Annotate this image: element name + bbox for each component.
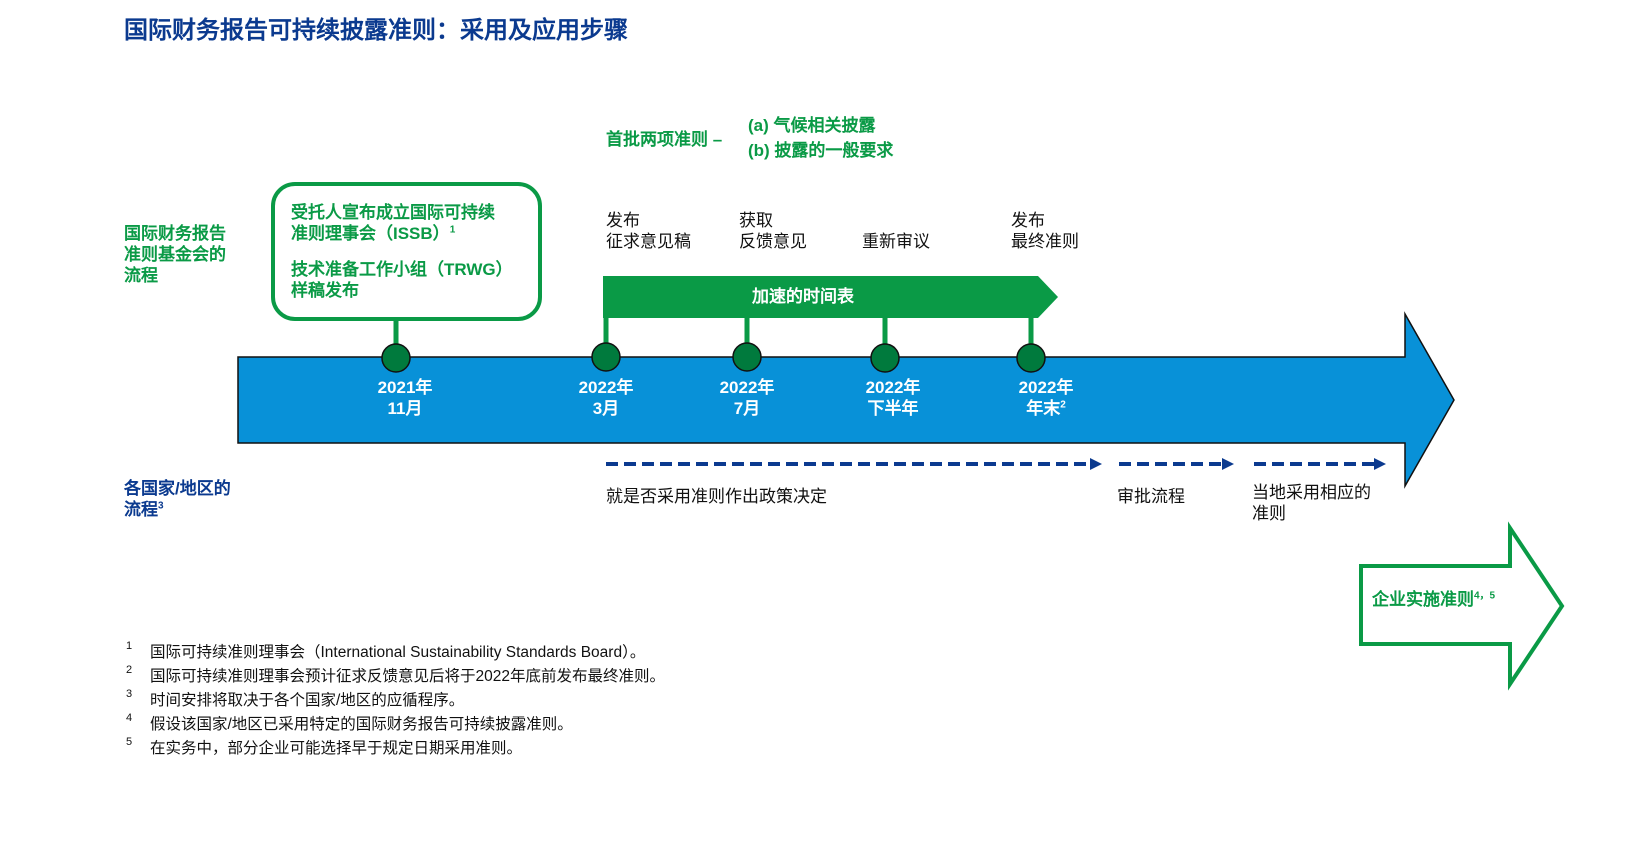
milestone-dot [870,343,900,373]
arrowhead-icon [1090,458,1102,470]
company-apply-label: 企业实施准则4，5 [1372,590,1496,609]
trustee-box-text: 受托人宣布成立国际可持续 准则理事会（ISSB）1 技术准备工作小组（TRWG）… [291,202,513,301]
footnote-ref: 2 [1060,399,1066,411]
milestone-label: 2022年 3月 [578,378,634,418]
milestone-label: 2022年 年末2 [1018,378,1074,418]
jurisdiction-process-label: 各国家/地区的 流程3 [124,479,231,519]
milestone-label: 2022年 下半年 [865,378,921,418]
trustee-box-line: 技术准备工作小组（TRWG） [291,260,513,279]
step-label: 获取 反馈意见 [739,211,807,251]
footnote-ref: 1 [449,224,456,236]
first-standards-label: 首批两项准则 – [606,130,723,149]
foundation-process-line: 流程 [124,266,158,285]
trustee-box-line: 受托人宣布成立国际可持续 [291,203,495,222]
milestone-label: 2021年 11月 [377,378,433,418]
page-title: 国际财务报告可持续披露准则：采用及应用步骤 [124,17,628,44]
milestone-dot [591,342,621,372]
first-standards-item-b: (b) 披露的一般要求 [748,141,894,160]
outline-arrow-icon [1359,521,1565,691]
trustee-box [271,182,542,321]
step-label: 发布 征求意见稿 [606,211,691,251]
trustee-box-line: 样稿发布 [291,281,359,300]
arrowhead-icon [1374,458,1386,470]
trustee-box-line: 准则理事会（ISSB）1 [291,224,456,243]
local-adoption-label: 当地采用相应的 准则 [1252,483,1371,523]
milestone-dot [381,343,411,373]
foundation-process-line: 准则基金会的 [124,245,226,264]
step-label: 重新审议 [862,232,930,251]
policy-decision-label: 就是否采用准则作出政策决定 [606,487,827,506]
milestone-dot [1016,343,1046,373]
step-label: 发布 最终准则 [1011,211,1079,251]
accelerated-arrow-icon [603,276,1058,318]
footnote-ref: 4，5 [1474,590,1496,602]
milestone-label: 2022年 7月 [719,378,775,418]
foundation-process-line: 国际财务报告 [124,224,226,243]
timeline-arrow-icon [237,311,1455,489]
foundation-process-label: 国际财务报告 准则基金会的 流程 [124,223,226,286]
milestone-dot [732,342,762,372]
first-standards-item-a: (a) 气候相关披露 [748,116,876,135]
footnote-ref: 3 [158,500,164,512]
approval-process-label: 审批流程 [1117,487,1185,506]
accelerated-label: 加速的时间表 [752,287,854,306]
arrowhead-icon [1222,458,1234,470]
